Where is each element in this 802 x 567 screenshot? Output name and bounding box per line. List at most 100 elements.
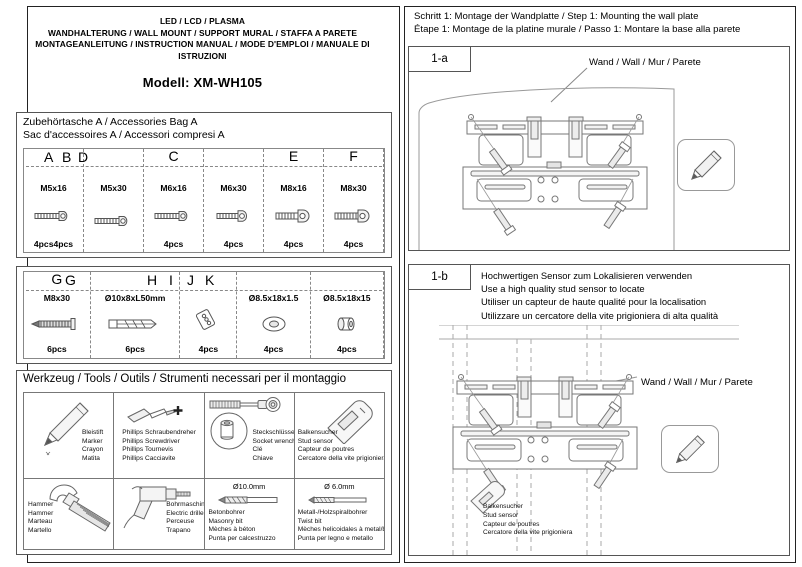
accessory-column-i: I Ø8.5x18x1.5 4pcs	[237, 272, 311, 358]
instruction-line: Hochwertigen Sensor zum Lokalisieren ver…	[481, 270, 693, 281]
sensor-caption-line: Capteur de poutres	[483, 520, 540, 528]
panel-tag-1a: 1-a	[409, 47, 471, 72]
sensor-caption-line: Cercatore della vite prigioniera	[483, 529, 573, 537]
screw-pan-head-icon	[84, 193, 143, 249]
sleeve-icon	[311, 303, 383, 344]
accessory-qty: 6pcs	[125, 344, 145, 354]
instruction-line: Use a high quality stud sensor to locate	[481, 283, 645, 295]
accessory-letter: E	[288, 148, 299, 164]
accessory-letters-overlay: A B D	[24, 149, 384, 166]
header-line-2: WANDHALTERUNG / WALL MOUNT / SUPPORT MUR…	[47, 27, 358, 38]
accessory-letter: F	[349, 148, 358, 164]
accessory-column-g: G M8x30 6pcs	[24, 272, 91, 358]
pencil-icon	[675, 435, 705, 464]
tools-title: Werkzeug / Tools / Outils / Strumenti ne…	[23, 373, 346, 385]
accessory-letter: D	[78, 149, 89, 165]
accessory-qty: 4pcs	[163, 239, 184, 249]
lag-bolt-icon	[24, 303, 90, 344]
accessory-column-f: F M8x30 4pcs	[324, 149, 384, 252]
accessory-letter: B	[62, 149, 72, 165]
document-header: LED / LCD / PLASMA WANDHALTERUNG / WALL …	[8, 6, 397, 90]
right-column: Schritt 1: Montage der Wandplatte / Step…	[402, 0, 802, 567]
step1-heading-line-1: Schritt 1: Montage der Wandplatte / Step…	[414, 11, 699, 22]
accessory-qty: 4pcs	[263, 344, 284, 354]
wall-label-a: Wand / Wall / Mur / Parete	[589, 57, 701, 68]
right-page-border	[404, 6, 796, 563]
sensor-caption-line: Balkensucher	[483, 503, 523, 510]
accessory-qty: 4pcs	[343, 239, 364, 249]
wall-plate-diagram-a	[418, 67, 675, 250]
sensor-caption-line: Stud sensor	[483, 511, 519, 519]
accessory-qty: 4pcs	[223, 239, 244, 249]
spacer-plate-icon	[180, 293, 236, 344]
step1-panel-a: 1-a Wand / Wall / Mur / Parete	[408, 46, 790, 251]
accessory-qty: 4pcs4pcs	[33, 239, 74, 249]
instruction-line: Utiliser un capteur de haute qualité pou…	[481, 296, 707, 308]
pencil-icon	[691, 150, 722, 180]
screw-pan-head-icon	[324, 193, 383, 239]
accessory-spec: Ø8.5x18x15	[323, 293, 371, 303]
accessory-letter: I	[169, 272, 173, 288]
accessory-letters-overlay-2: G H I J K	[24, 272, 384, 289]
accessory-column-k: K Ø8.5x18x15 4pcs	[311, 272, 384, 358]
header-line-3: MONTAGEANLEITUNG / INSTRUCTION MANUAL / …	[35, 39, 370, 61]
stud-sensor-icon	[470, 481, 505, 514]
accessory-letter: H	[147, 272, 158, 288]
accessory-spec: M8x30	[340, 183, 367, 193]
accessory-letter: K	[205, 272, 215, 288]
pencil-callout-box-a	[677, 139, 735, 191]
wall-label-b: Wand / Wall / Mur / Parete	[641, 377, 753, 388]
accessory-column-d: D M6x30 4pcs	[204, 149, 264, 252]
accessory-column-b: B M5x30	[84, 149, 144, 252]
header-line-1: LED / LCD / PLASMA	[159, 16, 246, 26]
accessory-qty: 4pcs	[198, 344, 219, 354]
stud-sensor-caption: Balkensucher Stud sensor Capteur de pout…	[483, 503, 572, 538]
washer-icon	[237, 303, 309, 344]
accessory-spec: M6x30	[220, 183, 247, 193]
accessory-letter: A	[44, 149, 54, 165]
accessory-letter: C	[168, 148, 179, 164]
accessories-title-line-2: Sac d'accessoires A / Accessori compresi…	[23, 129, 225, 141]
accessory-column-a: A M5x16 4pcs4pcs	[24, 149, 84, 252]
instruction-line: Utilizzare un cercatore della vite prigi…	[481, 309, 719, 321]
accessory-column-e: E M8x16 4pcs	[264, 149, 324, 252]
accessory-spec: M8x16	[280, 183, 307, 193]
pencil-callout-box-b	[661, 425, 719, 473]
accessories-section: Zubehörtasche A / Accessories Bag A Sac …	[16, 112, 392, 258]
screw-pan-head-icon	[24, 193, 83, 239]
wall-anchor-icon	[91, 303, 180, 344]
accessory-spec: M5x30	[100, 183, 127, 193]
accessories-section-2: G M8x30 6pcs H Ø10x8xL50mm	[16, 266, 392, 364]
accessory-qty: 4pcs	[283, 239, 304, 249]
accessory-column-h: H Ø10x8xL50mm 6pcs	[91, 272, 181, 358]
tool-diameter: Ø10.0mm	[232, 482, 266, 491]
tools-section: Werkzeug / Tools / Outils / Strumenti ne…	[16, 370, 392, 555]
panel-b-instructions: Hochwertigen Sensor zum Lokalisieren ver…	[481, 269, 718, 322]
screw-pan-head-icon	[264, 193, 323, 239]
accessories-title-line-1: Zubehörtasche A / Accessories Bag A	[23, 116, 198, 128]
accessory-column-c: C M6x16 4pcs	[144, 149, 204, 252]
step1-heading-line-2: Étape 1: Montage de la platine murale / …	[414, 24, 741, 35]
screw-pan-head-icon	[144, 193, 203, 239]
accessory-spec: Ø8.5x18x1.5	[248, 293, 299, 303]
left-column: LED / LCD / PLASMA WANDHALTERUNG / WALL …	[8, 6, 397, 555]
accessory-qty: 6pcs	[47, 344, 67, 354]
step1-panel-b: 1-b Hochwertigen Sensor zum Lokalisieren…	[408, 264, 790, 556]
accessory-column-j: J 4pcs	[180, 272, 238, 358]
accessories-table-1: A M5x16 4pcs4pcs B M5x30	[23, 148, 385, 253]
